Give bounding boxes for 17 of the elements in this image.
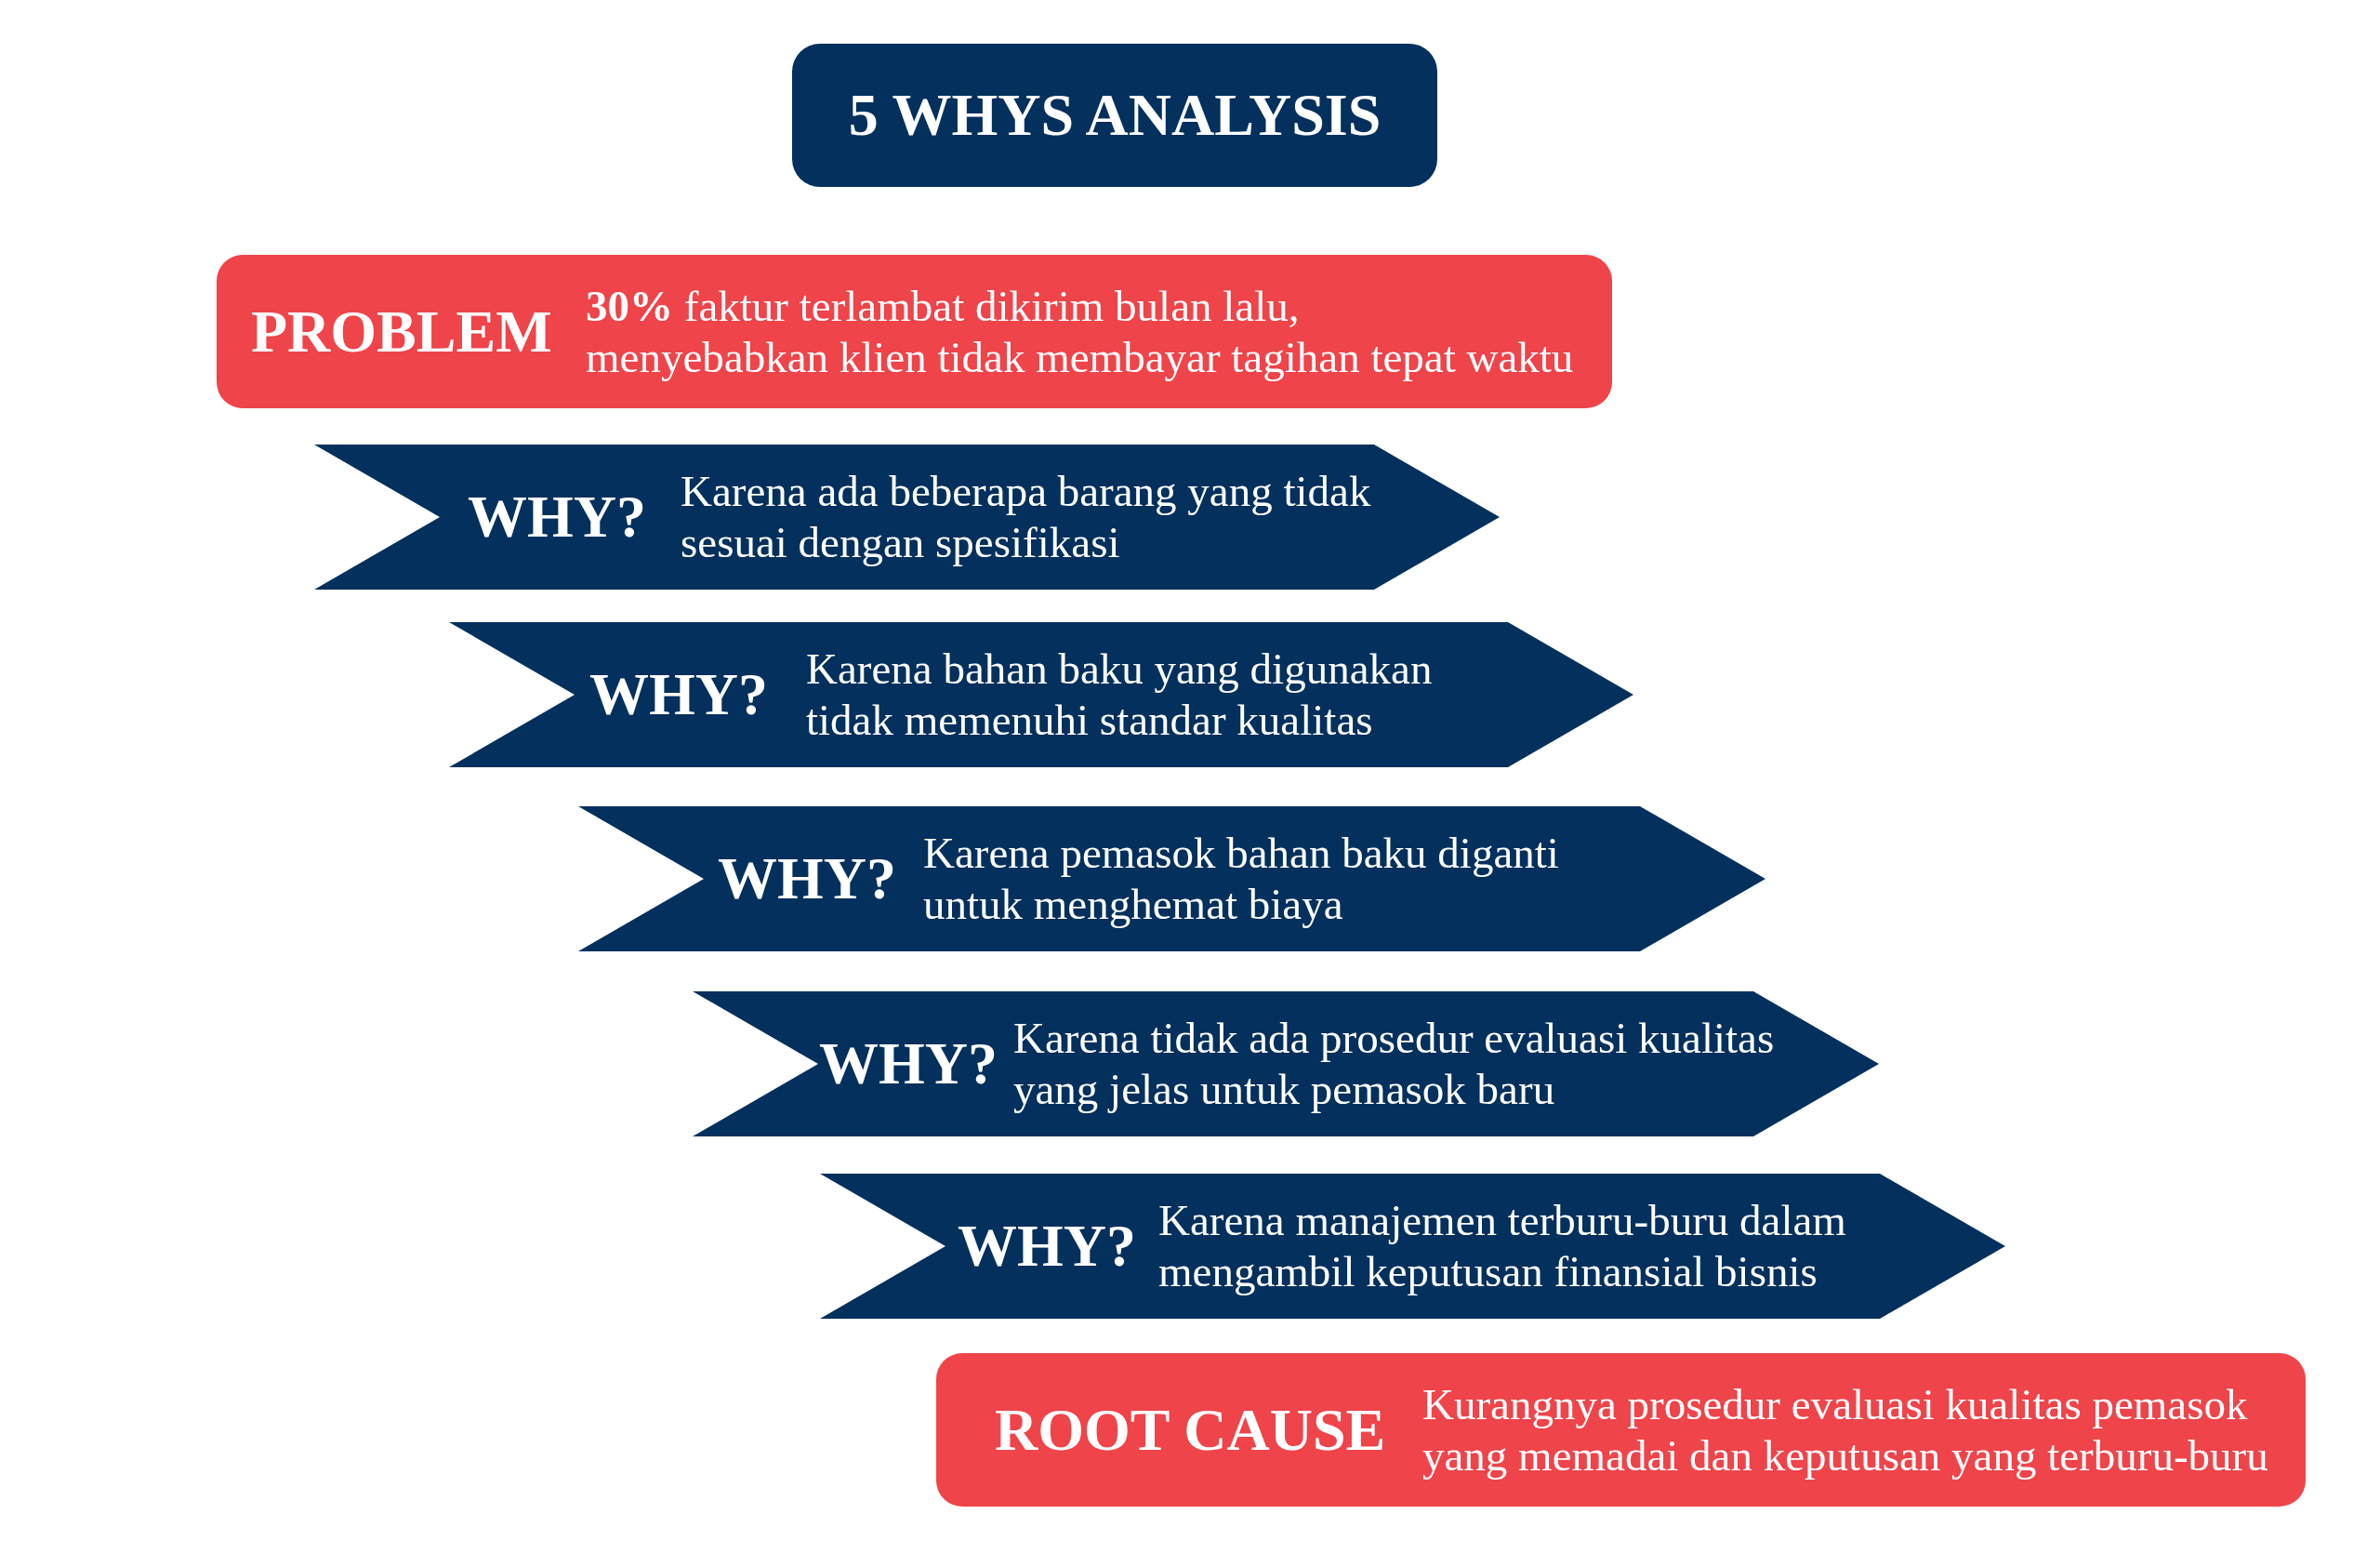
why-label: WHY? <box>589 660 768 729</box>
why-label: WHY? <box>958 1212 1136 1281</box>
answer-text: Karena bahan baku yang digunakan tidak memenuhi standar kualitas <box>806 644 1434 746</box>
root-cause-description: Kurangnya prosedur evaluasi kualitas pemasok yang memadai dan keputusan yang terburu-buru <box>1422 1378 2269 1481</box>
title-banner: 5 WHYS ANALYSIS <box>792 44 1437 187</box>
problem-panel <box>217 255 1612 408</box>
root-cause-panel <box>936 1353 2306 1507</box>
answer-text: Karena tidak ada prosedur evaluasi kualitas yang jelas untuk pemasok baru <box>1013 1013 1776 1115</box>
why-label: WHY? <box>718 844 896 913</box>
why-label: WHY? <box>468 483 646 551</box>
problem-description: 30% faktur terlambat dikirim bulan lalu, menyebabkan klien tidak membayar tagihan tepat waktu <box>586 280 1575 383</box>
answer-text: Karena ada beberapa barang yang tidak sesuai dengan spesifikasi <box>681 466 1372 568</box>
root-cause-label: ROOT CAUSE <box>995 1395 1386 1465</box>
why-label: WHY? <box>819 1029 998 1098</box>
answer-text: Karena manajemen terburu-buru dalam mengambil keputusan finansial bisnis <box>1158 1195 1847 1297</box>
answer-text: Karena pemasok bahan baku diganti untuk menghemat biaya <box>923 828 1560 930</box>
problem-label: PROBLEM <box>251 297 552 366</box>
